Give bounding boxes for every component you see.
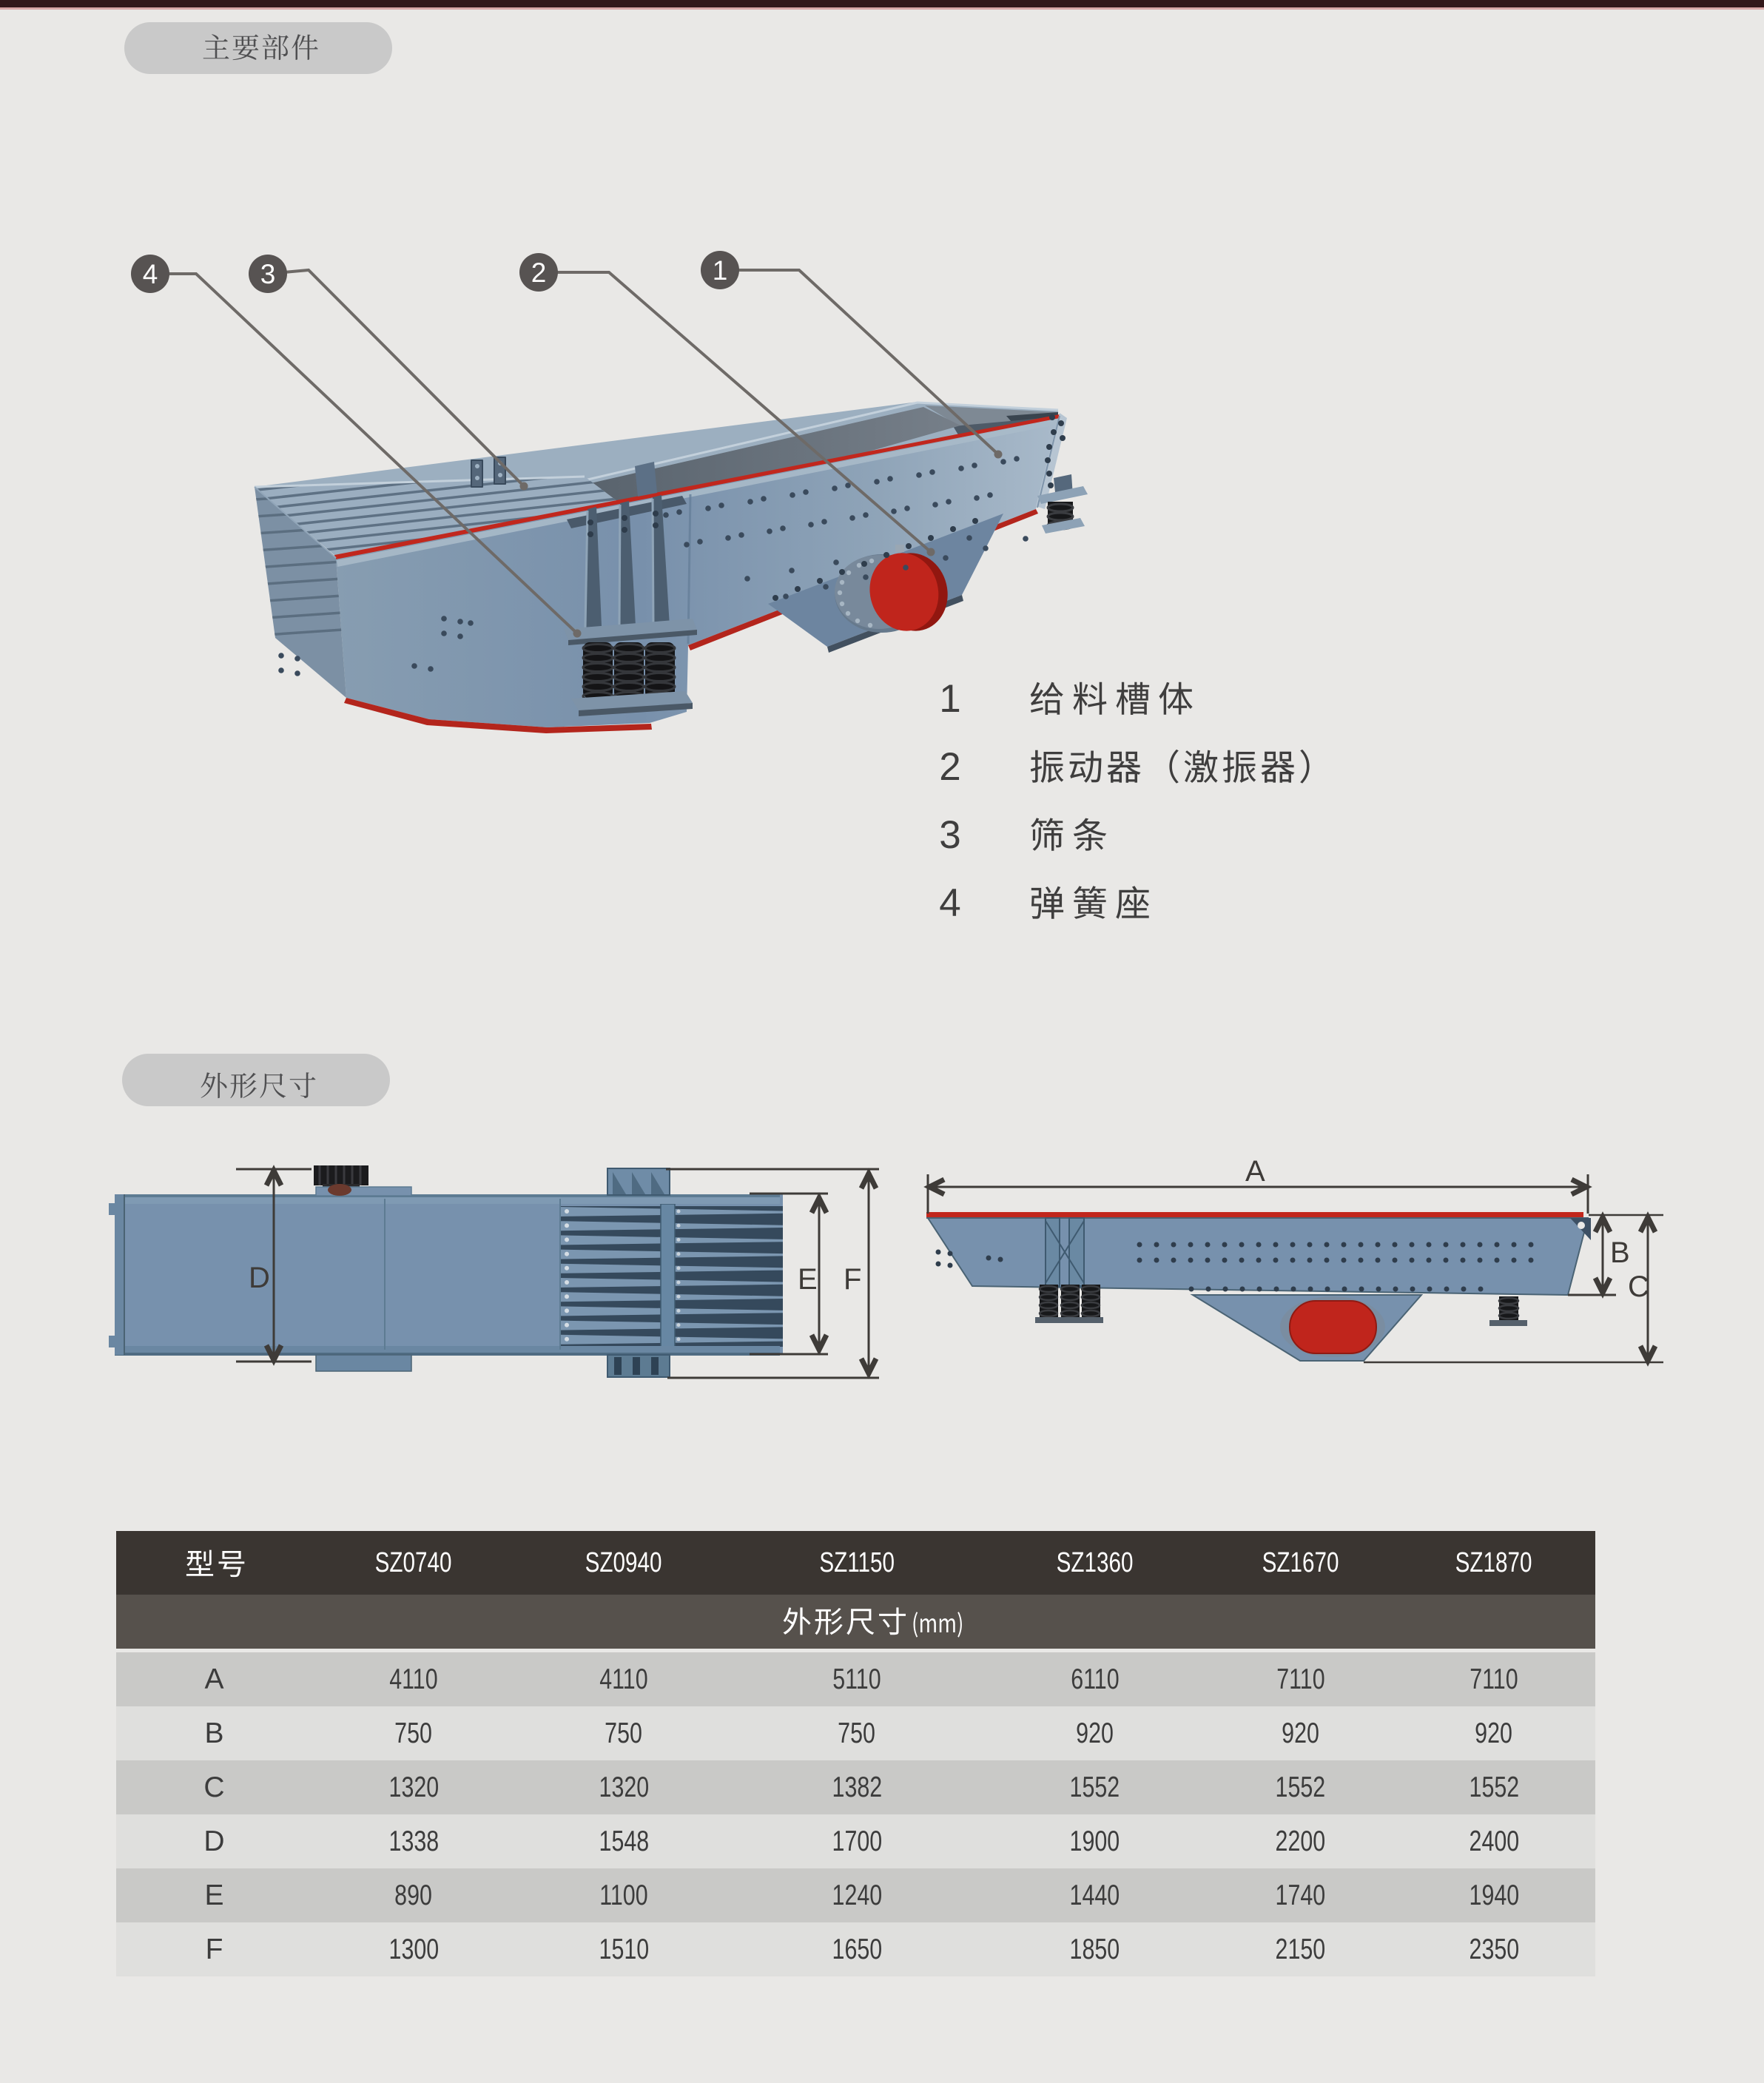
svg-text:B: B — [1610, 1236, 1630, 1269]
svg-text:3: 3 — [260, 259, 276, 289]
svg-text:E: E — [798, 1263, 818, 1296]
svg-text:4: 4 — [939, 881, 960, 925]
svg-text:3: 3 — [939, 813, 960, 857]
svg-text:4: 4 — [143, 259, 158, 289]
svg-text:F: F — [844, 1263, 861, 1296]
svg-text:1: 1 — [939, 677, 960, 721]
svg-text:1: 1 — [713, 255, 728, 286]
svg-text:2: 2 — [939, 745, 960, 789]
svg-text:D: D — [249, 1262, 270, 1294]
svg-text:2: 2 — [531, 258, 547, 288]
svg-text:A: A — [1245, 1155, 1265, 1188]
svg-text:C: C — [1628, 1271, 1649, 1303]
